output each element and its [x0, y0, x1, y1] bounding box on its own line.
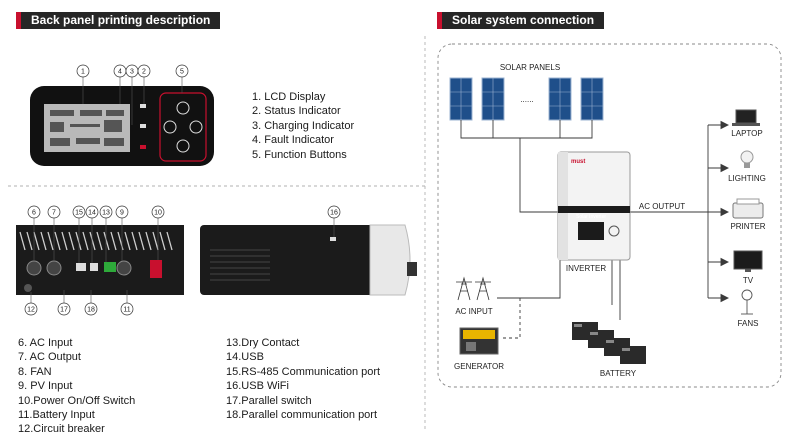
callout-5: 5: [180, 69, 184, 76]
legend-item: 11.Battery Input: [18, 409, 95, 422]
callout-18: 18: [87, 307, 95, 314]
solar-panels: [449, 77, 604, 121]
callout-13: 13: [102, 210, 110, 217]
generator-dashed-link: [500, 298, 521, 339]
charging-indicator: [140, 124, 146, 128]
tv-icon: [733, 250, 763, 272]
header-accent-bar: [437, 12, 442, 29]
callout-12: 12: [27, 307, 35, 314]
legend-item: 12.Circuit breaker: [18, 423, 105, 436]
callout-17: 17: [60, 307, 68, 314]
header-accent-bar: [16, 12, 21, 29]
inverter-label: INVERTER: [566, 264, 607, 273]
printer-icon: [732, 198, 764, 219]
solar-panel: [481, 77, 505, 121]
generator-icon: [459, 327, 499, 355]
legend-item: 1. LCD Display: [252, 91, 326, 103]
battery-icon: [620, 346, 646, 364]
back-callouts: 6 7 15 14 13 9 10 12 17 18 11: [24, 205, 165, 316]
callout-6: 6: [32, 210, 36, 217]
callout-11: 11: [123, 307, 130, 314]
load-lighting-label: LIGHTING: [728, 174, 766, 183]
legend-item: 3. Charging Indicator: [252, 119, 355, 132]
callout-1: 1: [81, 69, 85, 76]
inverter-brand: must: [571, 159, 585, 165]
callout-2: 2: [142, 69, 146, 76]
pylon-icon: [456, 276, 491, 301]
back-panel-title: Back panel printing description: [21, 12, 221, 29]
ac-input-label: AC INPUT: [455, 307, 492, 316]
status-indicator: [140, 104, 146, 108]
load-tv-label: TV: [743, 276, 754, 285]
load-fans-label: FANS: [738, 319, 759, 328]
fault-indicator: [140, 145, 146, 149]
back-panel: [16, 225, 184, 295]
front-panel: [30, 86, 214, 166]
callout-16: 16: [330, 210, 338, 217]
battery-label: BATTERY: [600, 369, 637, 378]
top-callouts: 1 4 3 2 5: [76, 64, 189, 78]
legend-item: 18.Parallel communication port: [226, 409, 378, 422]
solar-connection-title: Solar system connection: [442, 12, 605, 29]
inverter-unit: [557, 151, 631, 261]
solar-panel: [449, 77, 473, 121]
legend-item: 10.Power On/Off Switch: [18, 394, 136, 407]
legend-item: 14.USB: [226, 351, 264, 364]
solar-panels-label: SOLAR PANELS: [500, 63, 560, 72]
callout-3: 3: [130, 69, 134, 76]
port-legend-left: 6. AC Input 7. AC Output 8. FAN 9. PV In…: [18, 336, 135, 437]
inverter-screen-label: Solar Inverter: [576, 214, 606, 220]
legend-item: 16.USB WiFi: [226, 380, 289, 393]
callout-7: 7: [52, 210, 56, 217]
callout-9: 9: [120, 210, 124, 217]
system-diagram-border: [437, 43, 782, 388]
load-laptop-label: LAPTOP: [731, 129, 762, 138]
solar-panel: [548, 77, 572, 121]
legend-item: 13.Dry Contact: [226, 337, 300, 349]
front-panel-legend: 1. LCD Display 2. Status Indicator 3. Ch…: [252, 90, 354, 162]
fan-icon: [741, 289, 753, 315]
legend-item: 6. AC Input: [18, 337, 73, 349]
legend-item: 9. PV Input: [18, 380, 73, 393]
solar-connection-header: Solar system connection: [437, 12, 605, 29]
laptop-icon: [732, 109, 760, 126]
legend-item: 4. Fault Indicator: [252, 134, 334, 147]
side-view: [200, 224, 417, 296]
load-printer-label: PRINTER: [730, 222, 765, 231]
callout-10: 10: [154, 210, 162, 217]
callout-14: 14: [88, 210, 96, 217]
battery-bank: [572, 322, 646, 364]
legend-item: 2. Status Indicator: [252, 105, 341, 118]
legend-item: 8. FAN: [18, 365, 52, 378]
legend-item: 15.RS-485 Communication port: [226, 365, 381, 378]
legend-item: 7. AC Output: [18, 351, 81, 364]
callout-15: 15: [75, 210, 83, 217]
arrowheads: [720, 120, 730, 303]
function-buttons-box: [159, 92, 207, 162]
generator-label: GENERATOR: [454, 362, 504, 371]
back-panel-header: Back panel printing description: [16, 12, 221, 29]
ac-output-label: AC OUTPUT: [639, 202, 685, 211]
legend-item: 17.Parallel switch: [226, 394, 312, 407]
solar-panel: [580, 77, 604, 121]
legend-item: 5. Function Buttons: [252, 148, 347, 161]
lightbulb-icon: [740, 150, 754, 168]
panel-ellipsis: ......: [520, 95, 533, 104]
callout-4: 4: [118, 69, 122, 76]
port-legend-right: 13.Dry Contact 14.USB 15.RS-485 Communic…: [226, 336, 380, 422]
